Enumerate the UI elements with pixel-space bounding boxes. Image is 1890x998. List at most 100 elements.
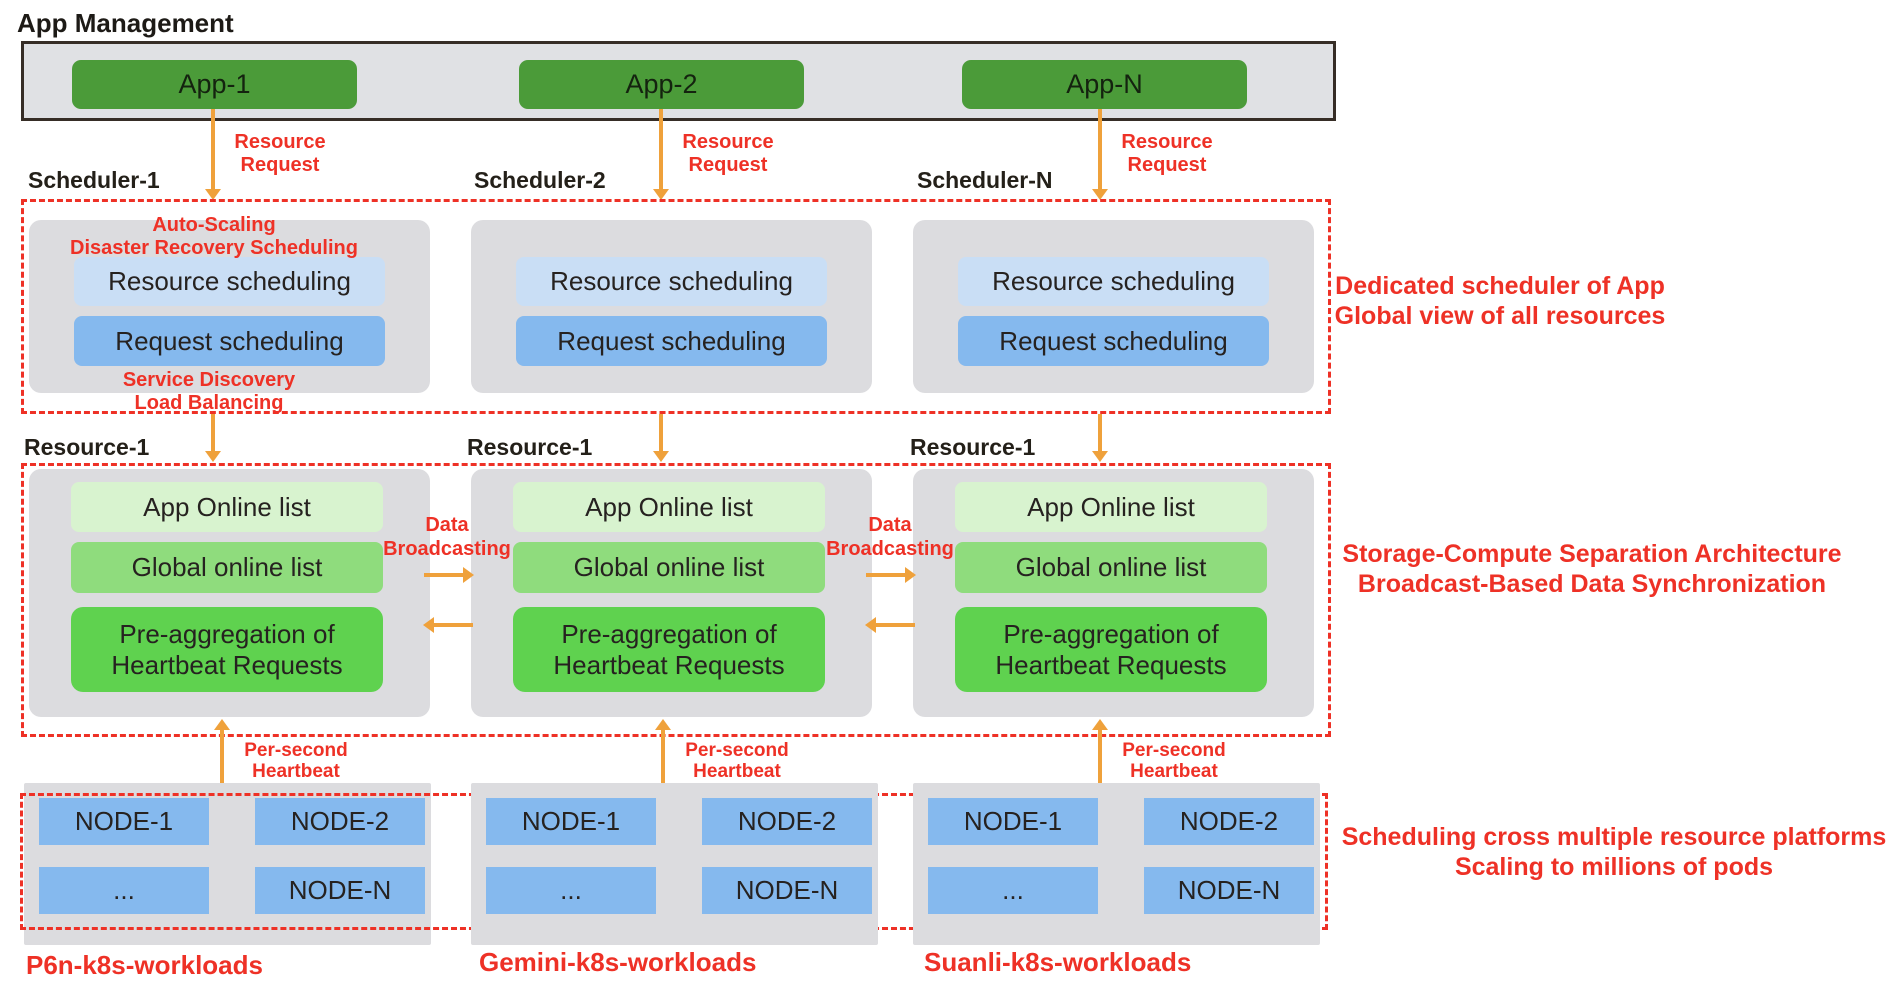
arrowhead-up-icon xyxy=(1092,719,1108,730)
storage-compute-label: Storage-Compute Separation Architecture xyxy=(1342,540,1842,568)
heartbeat-line: Heartbeat xyxy=(693,761,781,782)
arrowhead-up-icon xyxy=(214,719,230,730)
scheduler-1-title: Scheduler-1 xyxy=(28,167,160,193)
workload-label-suanli: Suanli-k8s-workloads xyxy=(924,947,1192,977)
arrow-resource-request-1 xyxy=(205,109,221,200)
per-second-heartbeat-label-n: Per-second Heartbeat xyxy=(1112,740,1236,782)
arrowhead-left-icon xyxy=(423,617,434,633)
node-n-box: NODE-N xyxy=(255,867,425,914)
arrowhead-down-icon xyxy=(205,451,221,462)
arrow-heartbeat-1 xyxy=(214,719,230,784)
node-1-box: NODE-1 xyxy=(486,798,656,845)
request-scheduling-box-n: Request scheduling xyxy=(958,316,1269,366)
dedicated-scheduler-label: Dedicated scheduler of App xyxy=(1335,272,1665,300)
arrowhead-up-icon xyxy=(655,719,671,730)
scheduler-side-note: Dedicated scheduler of App Global view o… xyxy=(1333,271,1667,331)
workload-label-p6n: P6n-k8s-workloads xyxy=(26,950,263,980)
resource-request-line1: Resource xyxy=(234,131,326,153)
node-2-box: NODE-2 xyxy=(702,798,872,845)
arrow-broadcast-right-2 xyxy=(866,567,916,583)
per-second-line: Per-second xyxy=(685,740,789,761)
resource-2-title: Resource-1 xyxy=(467,434,593,460)
node-1-box: NODE-1 xyxy=(928,798,1098,845)
pre-aggregation-line1: Pre-aggregation of xyxy=(1003,618,1219,649)
global-view-label: Global view of all resources xyxy=(1334,302,1666,330)
resource-request-label-n: Resource Request xyxy=(1107,131,1227,177)
arrow-heartbeat-2 xyxy=(655,719,671,784)
arrow-scheduler-to-resource-2 xyxy=(653,414,669,462)
node-ellipsis-box: ... xyxy=(928,867,1098,914)
diagram-title: App Management xyxy=(17,8,234,38)
arrow-resource-request-n xyxy=(1092,109,1108,200)
app-button-1: App-1 xyxy=(72,60,357,109)
heartbeat-line: Heartbeat xyxy=(1130,761,1218,782)
node-ellipsis-box: ... xyxy=(39,867,209,914)
node-n-box: NODE-N xyxy=(1144,867,1314,914)
millions-pods-label: Scaling to millions of pods xyxy=(1454,853,1774,881)
nodes-side-note: Scheduling cross multiple resource platf… xyxy=(1340,822,1888,882)
pre-aggregation-line2: Heartbeat Requests xyxy=(553,649,785,680)
request-scheduling-box-2: Request scheduling xyxy=(516,316,827,366)
resource-scheduling-box-2: Resource scheduling xyxy=(516,257,827,306)
node-n-box: NODE-N xyxy=(702,867,872,914)
per-second-line: Per-second xyxy=(244,740,348,761)
pre-aggregation-line2: Heartbeat Requests xyxy=(111,649,343,680)
service-discovery-label: Service Discovery xyxy=(122,369,296,391)
workload-label-gemini: Gemini-k8s-workloads xyxy=(479,947,757,977)
app-online-list-box-2: App Online list xyxy=(513,482,825,532)
app-online-list-box-n: App Online list xyxy=(955,482,1267,532)
node-2-box: NODE-2 xyxy=(1144,798,1314,845)
resource-scheduling-box-1: Resource scheduling xyxy=(74,257,385,306)
arrow-resource-request-2 xyxy=(653,109,669,200)
arrowhead-left-icon xyxy=(865,617,876,633)
app-online-list-box-1: App Online list xyxy=(71,482,383,532)
load-balancing-label: Load Balancing xyxy=(134,392,284,414)
per-second-heartbeat-label-2: Per-second Heartbeat xyxy=(675,740,799,782)
per-second-heartbeat-label-1: Per-second Heartbeat xyxy=(234,740,358,782)
arrow-broadcast-left-2 xyxy=(865,617,915,633)
arrowhead-down-icon xyxy=(205,189,221,200)
resource-request-line2: Request xyxy=(240,154,320,176)
node-card-gemini: NODE-1 NODE-2 ... NODE-N xyxy=(471,783,878,945)
resource-request-label-1: Resource Request xyxy=(220,131,340,177)
arrowhead-down-icon xyxy=(653,451,669,462)
broadcast-sync-label: Broadcast-Based Data Synchronization xyxy=(1357,570,1827,598)
resource-dashed-group xyxy=(21,463,1331,737)
data-label: Data xyxy=(868,514,912,536)
resource-request-line1: Resource xyxy=(1121,131,1213,153)
arrow-scheduler-to-resource-1 xyxy=(205,414,221,462)
disaster-recovery-label: Disaster Recovery Scheduling xyxy=(70,237,358,259)
scheduler-2-title: Scheduler-2 xyxy=(474,167,606,193)
arrowhead-down-icon xyxy=(1092,451,1108,462)
data-label: Data xyxy=(425,514,469,536)
heartbeat-line: Heartbeat xyxy=(252,761,340,782)
pre-aggregation-line1: Pre-aggregation of xyxy=(561,618,777,649)
node-ellipsis-box: ... xyxy=(486,867,656,914)
pre-aggregation-line1: Pre-aggregation of xyxy=(119,618,335,649)
arrow-scheduler-to-resource-n xyxy=(1092,414,1108,462)
auto-scaling-label: Auto-Scaling xyxy=(152,214,276,236)
node-2-box: NODE-2 xyxy=(255,798,425,845)
data-broadcasting-label-2: Data Broadcasting xyxy=(820,513,960,561)
node-1-box: NODE-1 xyxy=(39,798,209,845)
broadcasting-label: Broadcasting xyxy=(383,538,511,560)
resource-n-title: Resource-1 xyxy=(910,434,1036,460)
cross-platform-label: Scheduling cross multiple resource platf… xyxy=(1341,823,1887,851)
data-broadcasting-label-1: Data Broadcasting xyxy=(377,513,517,561)
arrow-broadcast-left-1 xyxy=(423,617,473,633)
arrow-heartbeat-n xyxy=(1092,719,1108,784)
global-online-list-box-n: Global online list xyxy=(955,542,1267,593)
global-online-list-box-2: Global online list xyxy=(513,542,825,593)
app-button-2: App-2 xyxy=(519,60,804,109)
arrowhead-right-icon xyxy=(463,567,474,583)
arrow-broadcast-right-1 xyxy=(424,567,474,583)
scheduler-card-2 xyxy=(471,220,872,393)
arrowhead-down-icon xyxy=(653,189,669,200)
resource-1-title: Resource-1 xyxy=(24,434,150,460)
node-card-p6n: NODE-1 NODE-2 ... NODE-N xyxy=(24,783,431,945)
resource-request-line2: Request xyxy=(1127,154,1207,176)
resource-request-label-2: Resource Request xyxy=(668,131,788,177)
resource-scheduling-box-n: Resource scheduling xyxy=(958,257,1269,306)
